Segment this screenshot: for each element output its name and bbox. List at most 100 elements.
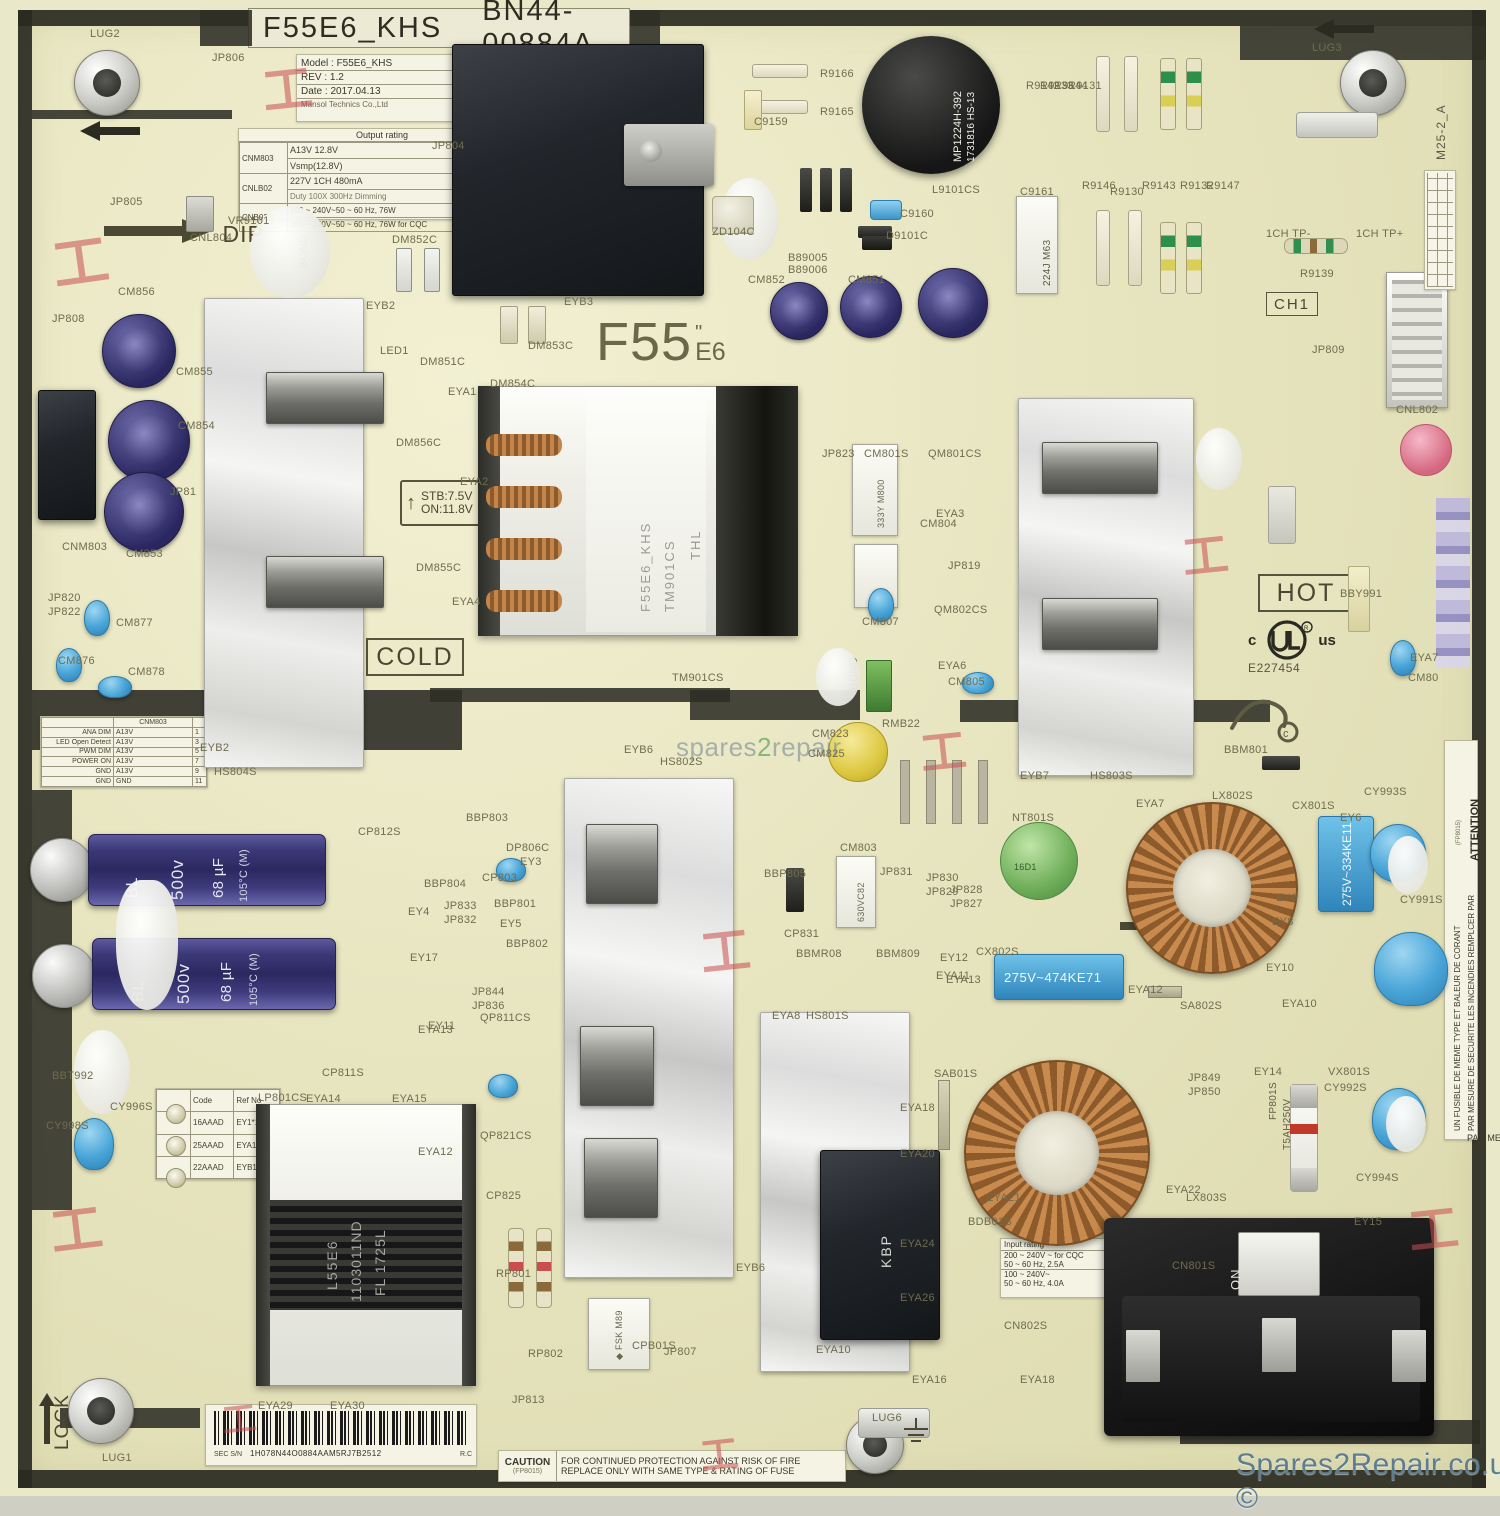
capacitor-CP825 [488,1074,518,1098]
cell-signal: LED Open Detect [41,736,114,748]
solder-pad [166,1136,186,1156]
designator-jp804: JP804 [432,140,465,152]
big-silkscreen-f55e6: F55 " E6 [596,315,726,369]
watermark-center-b: 2 [757,732,773,762]
designator-rmb22: RMB22 [882,718,921,730]
fuse-stripe [1290,1124,1318,1134]
capacitor-CM876 [56,648,82,682]
designator-eya22: EYA22 [1166,1184,1201,1196]
designator-cp811s: CP811S [322,1067,364,1079]
cold-zone-label: COLD [366,638,464,676]
designator-eyb3: EYB3 [564,296,594,308]
capacitor-pink [1400,424,1452,476]
designator-dm856c: DM856C [396,437,442,449]
designator-cnm803: CNM803 [62,541,108,553]
transformer-core-right [716,386,798,636]
designator-eya6: EYA6 [938,660,967,672]
ul-suffix: us [1318,631,1336,649]
capacitor-silver-top [30,838,94,902]
capacitor-silver-bottom [32,944,96,1008]
resistor-array [1186,58,1202,130]
designator-cy996s: CY996S [110,1101,153,1113]
designator-eya29: EYA29 [258,1400,293,1412]
designator-dp806c: DP806C [506,842,550,854]
etch-mark: 工 [1179,528,1231,585]
table-row: ANA DIM A13V 1 [41,726,207,738]
rocker-switch[interactable] [1238,1232,1320,1296]
designator-r9147: R9147 [1206,180,1240,192]
cell-value: A13V [113,736,193,748]
designator-dm852c: DM852C [392,234,438,246]
designator-ey9: EY9 [1276,892,1298,904]
cell-value: A13V [113,746,193,758]
designator-cm877: CM877 [116,617,153,629]
cell-value: A13V [113,756,193,768]
transistor-QP821CS [584,1138,658,1218]
output-rating-header: Output rating [239,129,525,142]
input-rating-line: 100 ~ 240V~ [1004,1270,1050,1279]
designator-eya24: EYA24 [900,1238,935,1250]
diode-DM854C [528,306,546,344]
cell-conn: CNLB02 [239,173,288,204]
designator-nt801s: NT801S [1012,812,1055,824]
rev-text: REV : 1.2 [297,71,471,85]
cell-value: A13V [113,766,193,778]
designator-eya16: EYA16 [912,1374,947,1386]
watermark-center-c: repair [772,732,842,762]
trace [430,688,730,702]
cell-conn: CNM803 [239,141,288,175]
glue-blob [116,880,178,1010]
designator-lug6: LUG6 [872,1412,902,1424]
designator-eya18: EYA18 [900,1102,935,1114]
designator-r9133: R9133 [1040,80,1074,92]
designator-1ch tp+: 1CH TP+ [1356,228,1404,240]
designator-jp820: JP820 [48,592,81,604]
caution-line-2: REPLACE ONLY WITH SAME TYPE & RATING OF … [561,1466,795,1476]
designator-eya18: EYA18 [1020,1374,1055,1386]
on-voltage: ON:11.8V [421,502,473,516]
designator-ey4: EY4 [408,906,430,918]
designator-b89006: B89006 [788,264,828,276]
designator-jp833: JP833 [444,900,477,912]
table-row: CNM803 [41,717,207,728]
cell-header-code: Code [189,1088,235,1113]
designator-rp802: RP802 [528,1348,564,1360]
iec-pin-slot-neutral [1392,1330,1426,1382]
designator-sab01s: SAB01S [934,1068,978,1080]
designator-jp806: JP806 [212,52,245,64]
inductor-print: 1731816 HS-13 [966,91,977,162]
cnm803-table: CNM803 ANA DIM A13V 1 LED Open Detect A1… [41,717,207,787]
resistor-R9166 [752,64,808,78]
zener-ZD104C [712,196,754,234]
designator-cy993s: CY993S [1364,786,1407,798]
ref-no-table: Code Ref No 16AAAD EY1*15 25AAAD EYA1*31… [156,1088,280,1180]
designator-r9131: R9131 [1068,80,1102,92]
copper-winding [486,538,562,560]
designator-jp807: JP807 [664,1346,697,1358]
input-rating-line: 50 ~ 60 Hz, 2.5A [1001,1260,1155,1270]
designator-tm901cs: TM901CS [672,672,724,684]
cap-print-uf: 68 µF [210,857,227,898]
heatsink-HS804S [204,298,364,768]
transistor-QM801CS [1042,442,1158,494]
designator-eya13: EYA13 [946,974,981,986]
cx801s-print: 275V~334KE11 [1340,822,1354,906]
transformer-winding [270,1200,462,1310]
designator-cy994s: CY994S [1356,1172,1399,1184]
resistor-R9133 [1124,56,1138,132]
capacitor-CM853 [104,472,184,552]
screw-head [640,140,662,162]
resistor-R9139 [1284,238,1348,254]
designator-jp808: JP808 [52,313,85,325]
board-title-bar: F55E6_KHS BN44-00884A [248,0,630,60]
designator-jp844: JP844 [472,986,505,998]
capacitor-CM823 [828,722,888,782]
designator-cm878: CM878 [128,666,165,678]
designator-jp849: JP849 [1188,1072,1221,1084]
trace [630,10,660,46]
capacitor-print: 333Y M800 [876,479,886,528]
cell-code: 25AAAD [189,1133,235,1157]
capacitor-CX801S [1318,816,1374,912]
input-rating-header: Input rating [1001,1239,1155,1251]
transformer-print-1: F55E6_KHS [638,521,653,612]
